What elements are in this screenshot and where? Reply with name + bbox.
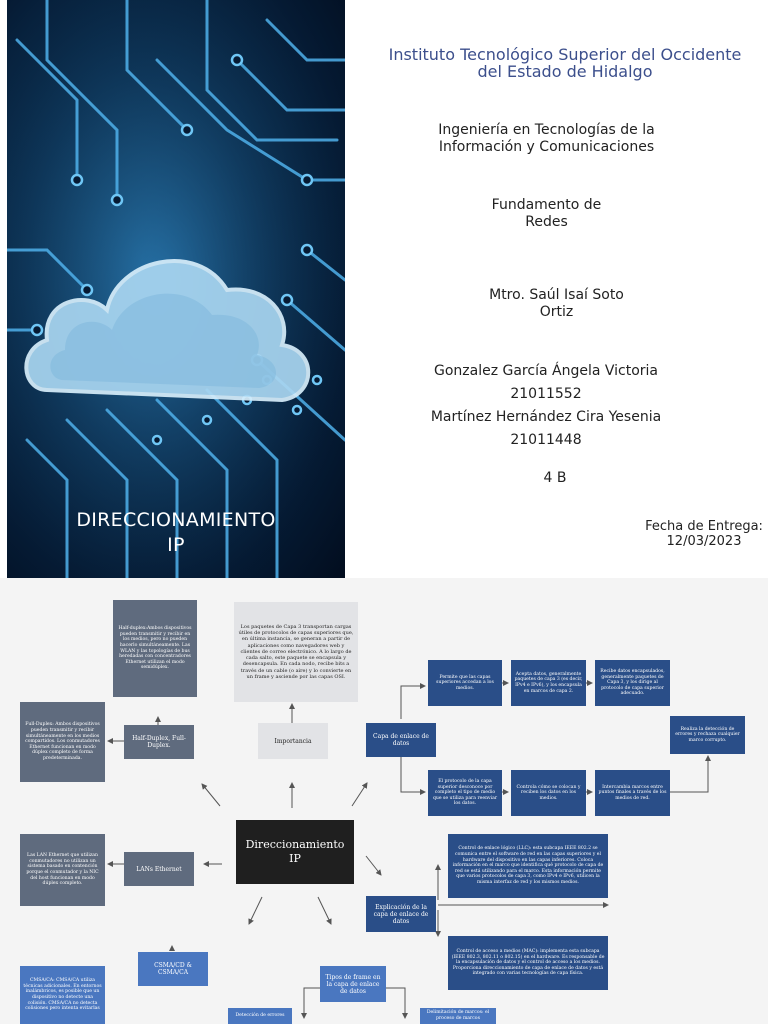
- subject-line1: Fundamento de: [491, 197, 602, 213]
- half-full-duplex-node: Half-Duplex, Full-Duplex.: [124, 725, 194, 759]
- cover-title: DIRECCIONAMIENTO IP: [7, 508, 345, 558]
- delivery-date-value: 12/03/2023: [666, 534, 742, 549]
- delivery-label: Fecha de Entrega:: [645, 519, 763, 534]
- csma-description: CMSA/CA: CMSA/CA utiliza técnicas adicio…: [20, 966, 105, 1024]
- data-link-top-3: Recibe datos encapsulados, generalmente …: [595, 660, 670, 706]
- student2-id: 21011448: [510, 432, 582, 448]
- student2-name: Martínez Hernández Cira Yesenia: [430, 409, 662, 425]
- circuit-cloud-illustration: DIRECCIONAMIENTO IP: [7, 0, 345, 578]
- cover-title-line2: IP: [167, 534, 185, 556]
- mind-map: Half-duplex:Ambos dispositivos pueden tr…: [0, 578, 768, 1024]
- group: 4 B: [543, 470, 567, 486]
- circuit-cloud-graphic: [7, 0, 345, 578]
- subject-name: Fundamento de Redes: [470, 197, 623, 231]
- student1-name: Gonzalez García Ángela Victoria: [433, 363, 658, 379]
- institution-line1: Instituto Tecnológico Superior del Occid…: [388, 45, 742, 64]
- data-link-bottom-1: El protocolo de la capa superior descono…: [428, 770, 502, 816]
- career-name: Ingeniería en Tecnologías de la Informac…: [380, 122, 713, 156]
- importance-description: Los paquetes de Capa 3 transportan carga…: [234, 602, 358, 702]
- career-line2: Información y Comunicaciones: [438, 139, 655, 155]
- institution-name: Instituto Tecnológico Superior del Occid…: [362, 46, 768, 80]
- institution-line2: del Estado de Hidalgo: [477, 62, 653, 81]
- explanation-node: Explicación de la capa de enlace de dato…: [366, 896, 436, 932]
- cover-title-line1: DIRECCIONAMIENTO: [76, 509, 276, 531]
- frame-delimitation-node: Delimitación de marcos: el proceso de ma…: [420, 1008, 496, 1024]
- teacher-name: Mtro. Saúl Isaí Soto Ortiz: [470, 287, 643, 321]
- data-link-top-1: Permite que las capas superiores accedan…: [428, 660, 502, 706]
- delivery-date: Fecha de Entrega: 12/03/2023: [640, 519, 768, 549]
- data-link-right: Realiza la detección de errores y rechaz…: [670, 716, 745, 754]
- career-line1: Ingeniería en Tecnologías de la: [438, 122, 655, 138]
- center-node: Direccionamiento IP: [236, 820, 354, 884]
- ethernet-lans-description: Las LAN Ethernet que utilizan conmutador…: [20, 834, 105, 906]
- data-link-bottom-3: Intercambia marcos entre puntos finales …: [595, 770, 670, 816]
- student1-id: 21011552: [510, 386, 582, 402]
- full-duplex-description: Full-Duplex: Ambos dispositivos pueden t…: [20, 702, 105, 782]
- teacher-line1: Mtro. Saúl Isaí Soto: [489, 287, 624, 303]
- students-list: Gonzalez García Ángela Victoria 21011552…: [396, 360, 696, 452]
- half-duplex-description: Half-duplex:Ambos dispositivos pueden tr…: [113, 600, 197, 697]
- frame-types-node: Tipos de frame en la capa de enlace de d…: [320, 966, 386, 1002]
- teacher-line2: Ortiz: [539, 304, 574, 320]
- connector-lines: [107, 680, 711, 1019]
- data-link-top-2: Acepta datos, generalmente paquetes de c…: [511, 660, 586, 706]
- data-link-bottom-2: Controla cómo se colocan y reciben los d…: [511, 770, 586, 816]
- csma-node: CSMA/CD & CSMA/CA: [138, 952, 208, 986]
- cover-page: DIRECCIONAMIENTO IP Instituto Tecnológic…: [7, 0, 768, 578]
- subject-line2: Redes: [525, 214, 568, 230]
- llc-description: Control de enlace lógico (LLC): esta sub…: [448, 834, 608, 898]
- mac-description: Control de acceso a medios (MAC): implem…: [448, 936, 608, 990]
- ethernet-lans-node: LANs Ethernet: [124, 852, 194, 886]
- error-detection-node: Detección de errores: [228, 1008, 292, 1024]
- importance-node: Importancia: [258, 723, 328, 759]
- data-link-layer-node: Capa de enlace de datos: [366, 723, 436, 757]
